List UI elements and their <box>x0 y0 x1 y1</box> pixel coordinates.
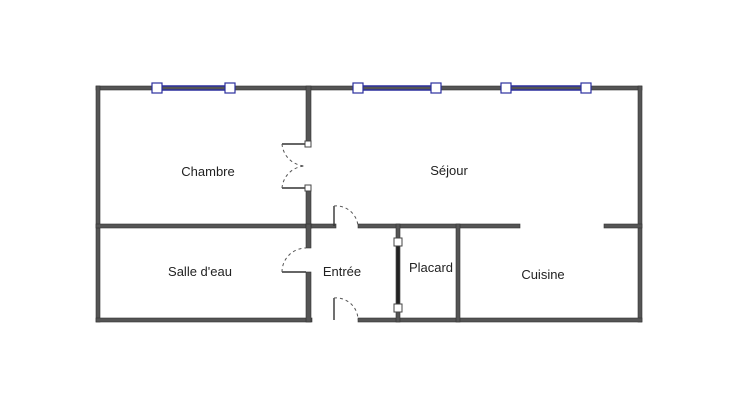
windows <box>151 82 592 94</box>
window-sejour-2-frame-right <box>580 82 592 94</box>
room-labels: Chambre Séjour Salle d'eau Entrée Placar… <box>168 163 565 282</box>
window-chambre-frame-right <box>224 82 236 94</box>
room-label-salle-d-eau: Salle d'eau <box>168 264 232 279</box>
doors <box>281 140 403 321</box>
wall-entree-top-right <box>357 223 521 229</box>
wall-salle-entree-lower <box>305 271 312 323</box>
wall-chambre-sejour-lower <box>305 187 312 229</box>
window-chambre-frame-left <box>151 82 163 94</box>
exterior-walls <box>95 85 643 323</box>
wall-salle-entree-upper <box>305 223 312 249</box>
wall-chambre-salle <box>95 223 313 229</box>
window-sejour-1-frame-right <box>430 82 442 94</box>
wall-left <box>95 85 101 323</box>
wall-bottom-left <box>95 317 313 323</box>
wall-right <box>637 85 643 323</box>
room-label-placard: Placard <box>409 260 453 275</box>
room-label-sejour: Séjour <box>430 163 468 178</box>
window-sejour-2-frame-left <box>500 82 512 94</box>
window-sejour-1-frame-left <box>352 82 364 94</box>
room-label-cuisine: Cuisine <box>521 267 564 282</box>
room-label-chambre: Chambre <box>181 164 234 179</box>
door-chambre <box>281 140 312 192</box>
door-entree <box>333 297 359 321</box>
interior-walls <box>95 85 643 323</box>
door-placard <box>393 237 403 313</box>
room-label-entree: Entrée <box>323 264 361 279</box>
wall-bottom-right <box>357 317 643 323</box>
door-salle-d-eau <box>281 247 307 273</box>
wall-chambre-sejour-upper <box>305 85 312 145</box>
wall-cuisine-top-right <box>603 223 643 229</box>
door-sejour <box>333 205 359 227</box>
wall-placard-right <box>455 223 461 323</box>
